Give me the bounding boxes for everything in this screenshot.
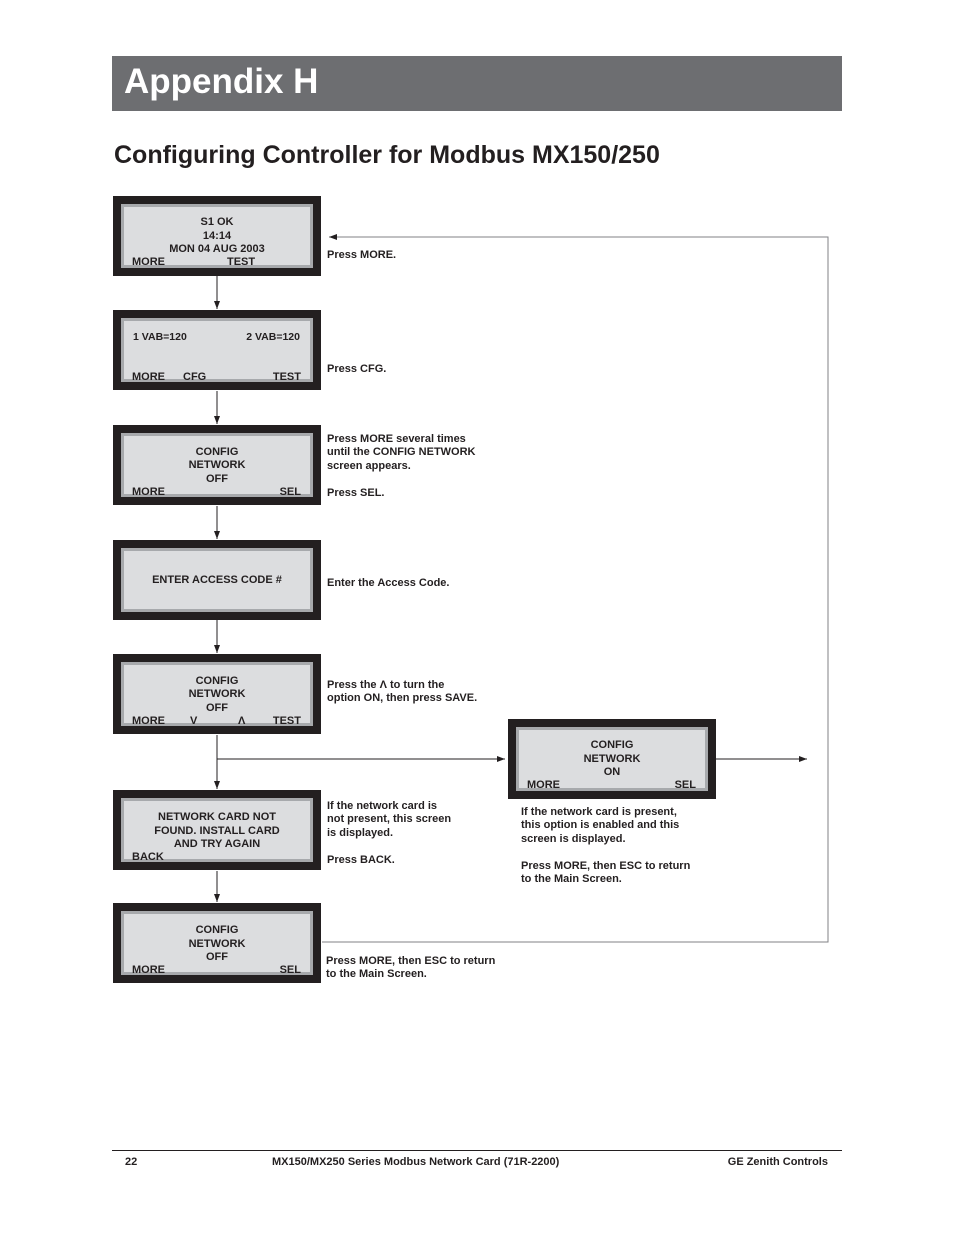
footer-doc-title: MX150/MX250 Series Modbus Network Card (… <box>272 1156 560 1168</box>
lcd-line: CONFIG <box>195 446 239 458</box>
lcd-access-code-screen: ENTER ACCESS CODE # <box>113 540 321 620</box>
lcd-line: FOUND. INSTALL CARD <box>154 825 280 837</box>
lcd-line: CONFIG <box>195 675 239 687</box>
softkey-down[interactable]: V <box>190 715 198 727</box>
instruction-note: If the network card is not present, this… <box>327 800 452 866</box>
softkey-test[interactable]: TEST <box>227 256 256 268</box>
instruction-note: Press MORE several times until the CONFI… <box>327 433 476 499</box>
softkey-more[interactable]: MORE <box>132 256 165 268</box>
lcd-line: ON <box>603 766 621 778</box>
footer-company: GE Zenith Controls <box>727 1156 828 1168</box>
softkey-more[interactable]: MORE <box>132 715 165 727</box>
lcd-line: CONFIG <box>590 739 634 751</box>
return-loop-arrow <box>322 234 829 943</box>
lcd-line: OFF <box>206 951 228 963</box>
lcd-line: CONFIG <box>195 924 239 936</box>
lcd-line: OFF <box>206 702 228 714</box>
softkey-more[interactable]: MORE <box>132 964 165 976</box>
softkey-test[interactable]: TEST <box>272 371 301 383</box>
lcd-config-network-screen: CONFIG NETWORK OFF MORE SEL <box>113 425 321 505</box>
softkey-more[interactable]: MORE <box>132 486 165 498</box>
lcd-main-screen: S1 OK 14:14 MON 04 AUG 2003 MORE TEST <box>113 196 321 276</box>
softkey-up[interactable]: Λ <box>238 715 246 727</box>
instruction-note: If the network card is present, this opt… <box>521 806 691 886</box>
softkey-sel[interactable]: SEL <box>279 486 301 498</box>
lcd-line: 14:14 <box>202 230 232 242</box>
lcd-line: NETWORK <box>188 688 246 700</box>
appendix-header: Appendix H <box>112 56 842 111</box>
softkey-more[interactable]: MORE <box>132 371 165 383</box>
softkey-more[interactable]: MORE <box>527 779 560 791</box>
lcd-line: NETWORK <box>188 938 246 950</box>
lcd-config-network-off-screen: CONFIG NETWORK OFF MORE SEL <box>113 903 321 983</box>
lcd-line: OFF <box>206 473 228 485</box>
appendix-title: Appendix H <box>124 62 319 101</box>
lcd-line: NETWORK <box>583 753 641 765</box>
softkey-sel[interactable]: SEL <box>279 964 301 976</box>
lcd-line: MON 04 AUG 2003 <box>169 243 265 255</box>
page-number: 22 <box>125 1156 138 1168</box>
lcd-line: 1 VAB=120 <box>133 331 187 343</box>
instruction-note: Press MORE, then ESC to return to the Ma… <box>326 955 496 981</box>
softkey-test[interactable]: TEST <box>272 715 301 727</box>
softkey-sel[interactable]: SEL <box>674 779 696 791</box>
lcd-vab-screen: 1 VAB=120 2 VAB=120 MORE CFG TEST <box>113 310 321 390</box>
lcd-config-network-edit-screen: CONFIG NETWORK OFF MORE V Λ TEST <box>113 654 321 734</box>
lcd-line: AND TRY AGAIN <box>173 838 261 850</box>
softkey-cfg[interactable]: CFG <box>183 371 207 383</box>
lcd-line: ENTER ACCESS CODE # <box>152 574 282 586</box>
lcd-config-network-on-screen: CONFIG NETWORK ON MORE SEL <box>508 719 716 799</box>
softkey-back[interactable]: BACK <box>132 851 164 863</box>
lcd-line: 2 VAB=120 <box>246 331 300 343</box>
lcd-card-not-found-screen: NETWORK CARD NOT FOUND. INSTALL CARD AND… <box>113 790 321 870</box>
lcd-line: NETWORK CARD NOT <box>158 811 276 823</box>
page-title: Configuring Controller for Modbus MX150/… <box>114 141 660 169</box>
lcd-line: NETWORK <box>188 459 246 471</box>
footer-rule <box>112 1150 842 1151</box>
lcd-line: S1 OK <box>200 216 234 228</box>
instruction-note: Enter the Access Code. <box>327 577 450 589</box>
instruction-note: Press the Λ to turn the option ON, then … <box>327 679 478 705</box>
instruction-note: Press CFG. <box>327 363 387 375</box>
instruction-note: Press MORE. <box>327 249 397 261</box>
